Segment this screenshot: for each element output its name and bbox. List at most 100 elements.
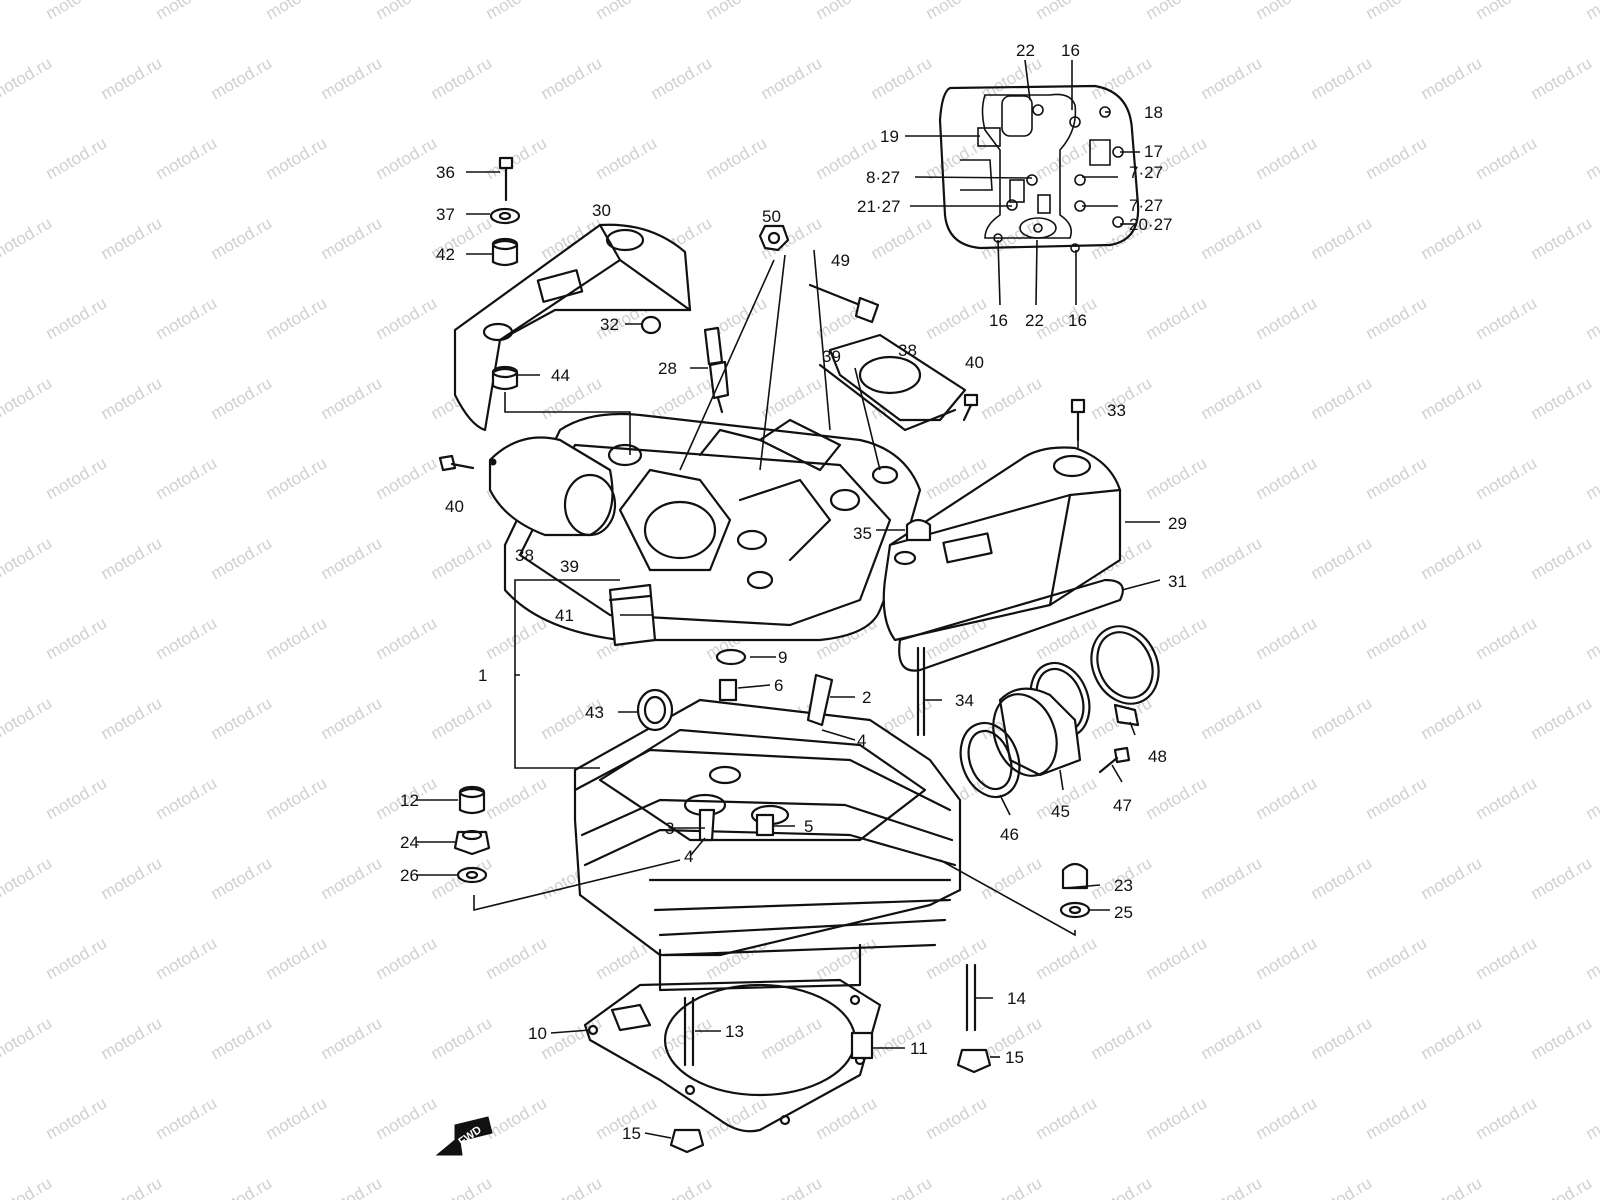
watermark-text: motod.ru: [373, 453, 441, 503]
callout-3: 3: [665, 819, 674, 838]
watermark-text: motod.ru: [1473, 1093, 1541, 1143]
watermark-text: motod.ru: [0, 1013, 55, 1063]
watermark-text: motod.ru: [153, 613, 221, 663]
watermark-text: motod.ru: [1308, 853, 1376, 903]
watermark-text: motod.ru: [1198, 373, 1266, 423]
watermark-text: motod.ru: [43, 293, 111, 343]
watermark-text: motod.ru: [0, 693, 55, 743]
watermark-text: motod.ru: [1528, 693, 1596, 743]
watermark-text: motod.ru: [1418, 373, 1486, 423]
callout-47: 47: [1113, 796, 1132, 815]
watermark-text: motod.ru: [1583, 133, 1600, 183]
watermark-text: motod.ru: [0, 533, 55, 583]
watermark-text: motod.ru: [1198, 853, 1266, 903]
callout-26: 26: [400, 866, 419, 885]
watermark-text: motod.ru: [373, 933, 441, 983]
watermark-text: motod.ru: [1473, 133, 1541, 183]
watermark-text: motod.ru: [813, 0, 881, 23]
watermark-text: motod.ru: [1473, 293, 1541, 343]
watermark-text: motod.ru: [483, 933, 551, 983]
callout-33: 33: [1107, 401, 1126, 420]
watermark-text: motod.ru: [373, 1093, 441, 1143]
watermark-text: motod.ru: [1473, 453, 1541, 503]
watermark-text: motod.ru: [483, 133, 551, 183]
watermark-text: motod.ru: [98, 853, 166, 903]
callout-13: 13: [725, 1022, 744, 1041]
watermark-text: motod.ru: [373, 293, 441, 343]
watermark-text: motod.ru: [923, 133, 991, 183]
watermark-text: motod.ru: [428, 53, 496, 103]
watermark-text: motod.ru: [1583, 453, 1600, 503]
watermark-text: motod.ru: [1143, 293, 1211, 343]
watermark-text: motod.ru: [1143, 933, 1211, 983]
callout-10: 10: [528, 1024, 547, 1043]
watermark-text: motod.ru: [1363, 773, 1431, 823]
watermark-text: motod.ru: [263, 453, 331, 503]
watermark-text: motod.ru: [1253, 133, 1321, 183]
callout-6: 6: [774, 676, 783, 695]
watermark-text: motod.ru: [868, 1173, 936, 1200]
leader-lines: [416, 59, 1161, 1139]
callout-50: 50: [762, 207, 781, 226]
watermark-text: motod.ru: [208, 1173, 276, 1200]
watermark-text: motod.ru: [1528, 53, 1596, 103]
fasteners: [435, 156, 1131, 1156]
watermark-text: motod.ru: [0, 1173, 55, 1200]
watermark-text: motod.ru: [593, 0, 661, 23]
watermark-text: motod.ru: [868, 213, 936, 263]
watermark-text: motod.ru: [373, 0, 441, 23]
watermark-text: motod.ru: [923, 0, 991, 23]
watermark-text: motod.ru: [153, 1093, 221, 1143]
callout-32: 32: [600, 315, 619, 334]
watermark-text: motod.ru: [758, 53, 826, 103]
watermark-text: motod.ru: [208, 53, 276, 103]
callout-4a: 4: [857, 731, 866, 750]
watermark-text: motod.ru: [1308, 693, 1376, 743]
watermark-text: motod.ru: [1253, 1093, 1321, 1143]
watermark-text: motod.ru: [1308, 213, 1376, 263]
watermark-text: motod.ru: [318, 213, 386, 263]
watermark-text: motod.ru: [318, 533, 386, 583]
callout-11: 11: [910, 1039, 928, 1058]
watermark-text: motod.ru: [0, 213, 55, 263]
watermark-text: motod.ru: [1418, 853, 1486, 903]
callout-48: 48: [1148, 747, 1167, 766]
watermark-text: motod.ru: [43, 773, 111, 823]
watermark-text: motod.ru: [1143, 613, 1211, 663]
callout-23: 23: [1114, 876, 1133, 895]
callout-16c: 16: [1068, 311, 1087, 330]
callout-35: 35: [853, 524, 872, 543]
watermark-text: motod.ru: [1583, 773, 1600, 823]
watermark-text: motod.ru: [1143, 0, 1211, 23]
callout-21-27: 21·27: [857, 197, 900, 216]
watermark-text: motod.ru: [263, 293, 331, 343]
cover-inner-view: [938, 84, 1140, 253]
callout-15b: 15: [622, 1124, 641, 1143]
watermark-text: motod.ru: [1528, 373, 1596, 423]
watermark-text: motod.ru: [538, 1173, 606, 1200]
watermark-text: motod.ru: [483, 773, 551, 823]
watermark-text: motod.ru: [1198, 1173, 1266, 1200]
callout-20-27: 20·27: [1129, 215, 1172, 234]
callout-5: 5: [804, 817, 813, 836]
watermark-text: motod.ru: [1033, 0, 1101, 23]
watermark-text: motod.ru: [153, 933, 221, 983]
watermark-text: motod.ru: [318, 1173, 386, 1200]
callout-29: 29: [1168, 514, 1187, 533]
watermark-text: motod.ru: [483, 0, 551, 23]
watermark-text: motod.ru: [1033, 613, 1101, 663]
watermark-text: motod.ru: [703, 1093, 771, 1143]
watermark-text: motod.ru: [263, 0, 331, 23]
watermark-text: motod.ru: [318, 693, 386, 743]
callout-46: 46: [1000, 825, 1019, 844]
watermark-text: motod.ru: [318, 373, 386, 423]
watermark-text: motod.ru: [428, 1173, 496, 1200]
callout-38b: 38: [515, 546, 534, 565]
watermark-text: motod.ru: [43, 0, 111, 23]
watermark-text: motod.ru: [153, 453, 221, 503]
watermark-text: motod.ru: [1418, 693, 1486, 743]
watermark-text: motod.ru: [1198, 693, 1266, 743]
callout-37: 37: [436, 205, 455, 224]
watermark-text: motod.ru: [1143, 453, 1211, 503]
